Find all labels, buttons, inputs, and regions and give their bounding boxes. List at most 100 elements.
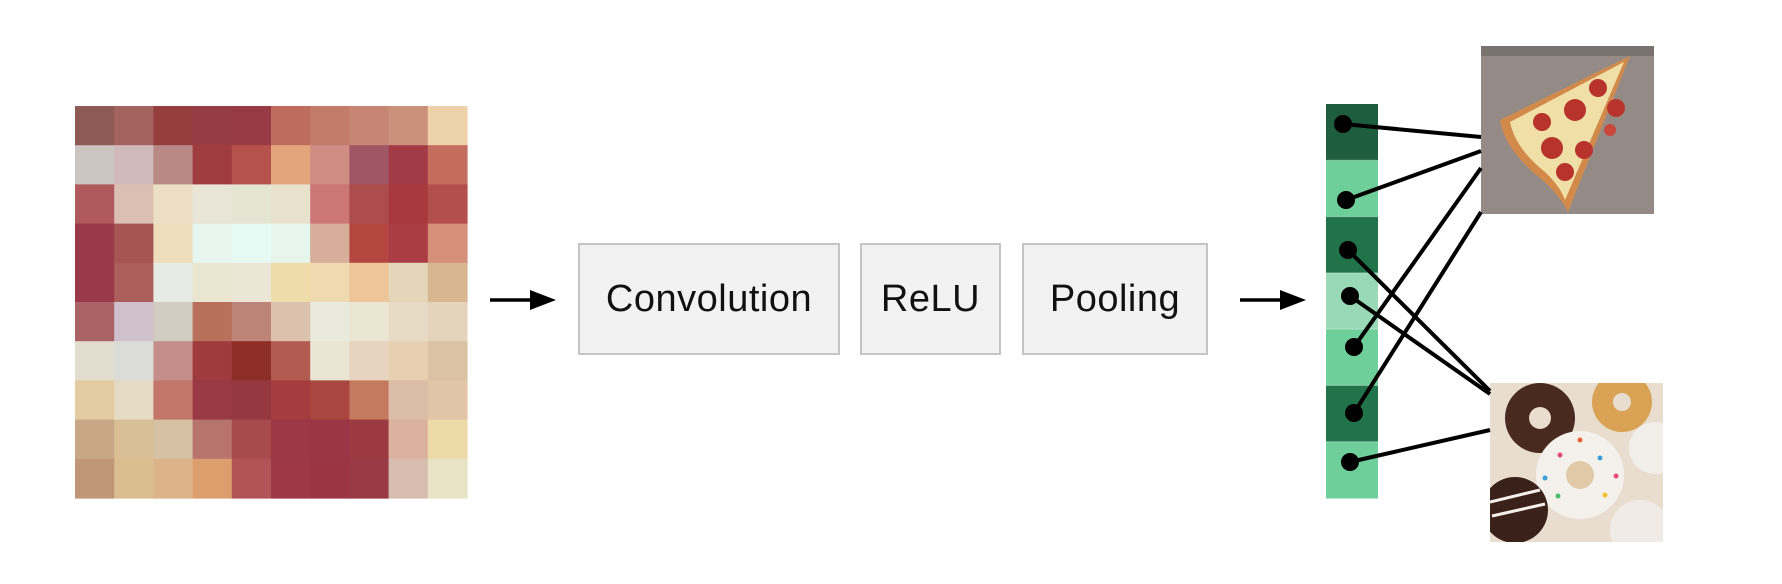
input-pixel [388,302,429,342]
relu-label: ReLU [880,277,981,320]
connection-line [1352,210,1483,415]
input-pixel [388,419,429,460]
input-pixel [192,145,233,185]
arrow-to-convolution [490,290,556,310]
feature-dot [1339,241,1357,259]
input-pixel [349,458,390,499]
input-pixel [75,458,115,499]
input-pixel [231,302,272,342]
input-pixel [349,380,390,421]
feature-dot [1345,338,1363,356]
input-pixel [271,302,311,342]
input-pixel [153,262,194,303]
pooling-stage: Pooling [1022,243,1208,355]
input-pixel [310,223,350,264]
connection-line [1349,428,1491,464]
feature-cell [1326,329,1378,386]
input-pixel [388,262,429,303]
input-pixel [114,223,154,264]
input-pixel [427,341,468,381]
input-pixel [427,145,468,185]
input-pixel [75,223,115,264]
input-pixel [388,145,429,185]
input-image-pixel-grid [75,106,468,499]
input-pixel [114,106,154,146]
input-pixel [271,184,311,225]
input-pixel [310,106,350,146]
input-pixel [427,223,468,264]
input-pixel [231,145,272,185]
input-pixel [75,380,115,421]
input-pixel [271,262,311,303]
input-pixel [349,302,390,342]
input-pixel [192,419,233,460]
input-pixel [388,184,429,225]
input-pixel [427,184,468,225]
arrow-to-feature-vector [1240,290,1306,310]
relu-stage: ReLU [860,243,1001,355]
input-pixel [114,302,154,342]
input-pixel [310,380,350,421]
input-pixel [75,145,115,185]
input-pixel [271,380,311,421]
input-pixel [231,106,272,146]
input-pixel [75,419,115,460]
input-pixel [114,341,154,381]
input-pixel [192,184,233,225]
input-pixel [75,302,115,342]
input-pixel [192,106,233,146]
input-pixel [114,184,154,225]
input-pixel [388,106,429,146]
input-pixel [153,458,194,499]
input-pixel [349,184,390,225]
input-pixel [153,223,194,264]
input-pixel [427,262,468,303]
input-pixel [231,419,272,460]
input-pixel [75,341,115,381]
input-pixel [114,419,154,460]
input-pixel [153,419,194,460]
input-pixel [427,419,468,460]
input-pixel [75,184,115,225]
input-pixel [114,458,154,499]
input-pixel [153,380,194,421]
input-pixel [310,145,350,185]
input-pixel [349,223,390,264]
feature-dot [1334,115,1352,133]
feature-cell [1326,160,1378,218]
input-pixel [75,262,115,303]
input-pixel [231,341,272,381]
input-pixel [271,419,311,460]
input-pixel [310,302,350,342]
input-pixel [388,341,429,381]
input-pixel [388,458,429,499]
input-pixel [75,106,115,146]
input-pixel [427,380,468,421]
input-pixel [310,419,350,460]
classification-connections [1334,115,1492,471]
input-pixel [231,262,272,303]
input-pixel [427,302,468,342]
input-pixel [349,106,390,146]
pooling-label: Pooling [1049,277,1181,320]
input-pixel [271,458,311,499]
connection-line [1352,166,1483,349]
input-pixel [349,341,390,381]
input-pixel [271,106,311,146]
input-pixel [388,223,429,264]
input-pixel [192,302,233,342]
input-pixel [231,380,272,421]
input-pixel [310,184,350,225]
input-pixel [153,184,194,225]
input-pixel [192,380,233,421]
input-pixel [310,262,350,303]
input-pixel [114,380,154,421]
connection-line [1345,149,1482,202]
input-pixel [192,458,233,499]
input-pixel [114,262,154,303]
feature-dot [1337,191,1355,209]
input-pixel [349,419,390,460]
input-pixel [192,341,233,381]
input-pixel [114,145,154,185]
input-pixel [153,106,194,146]
